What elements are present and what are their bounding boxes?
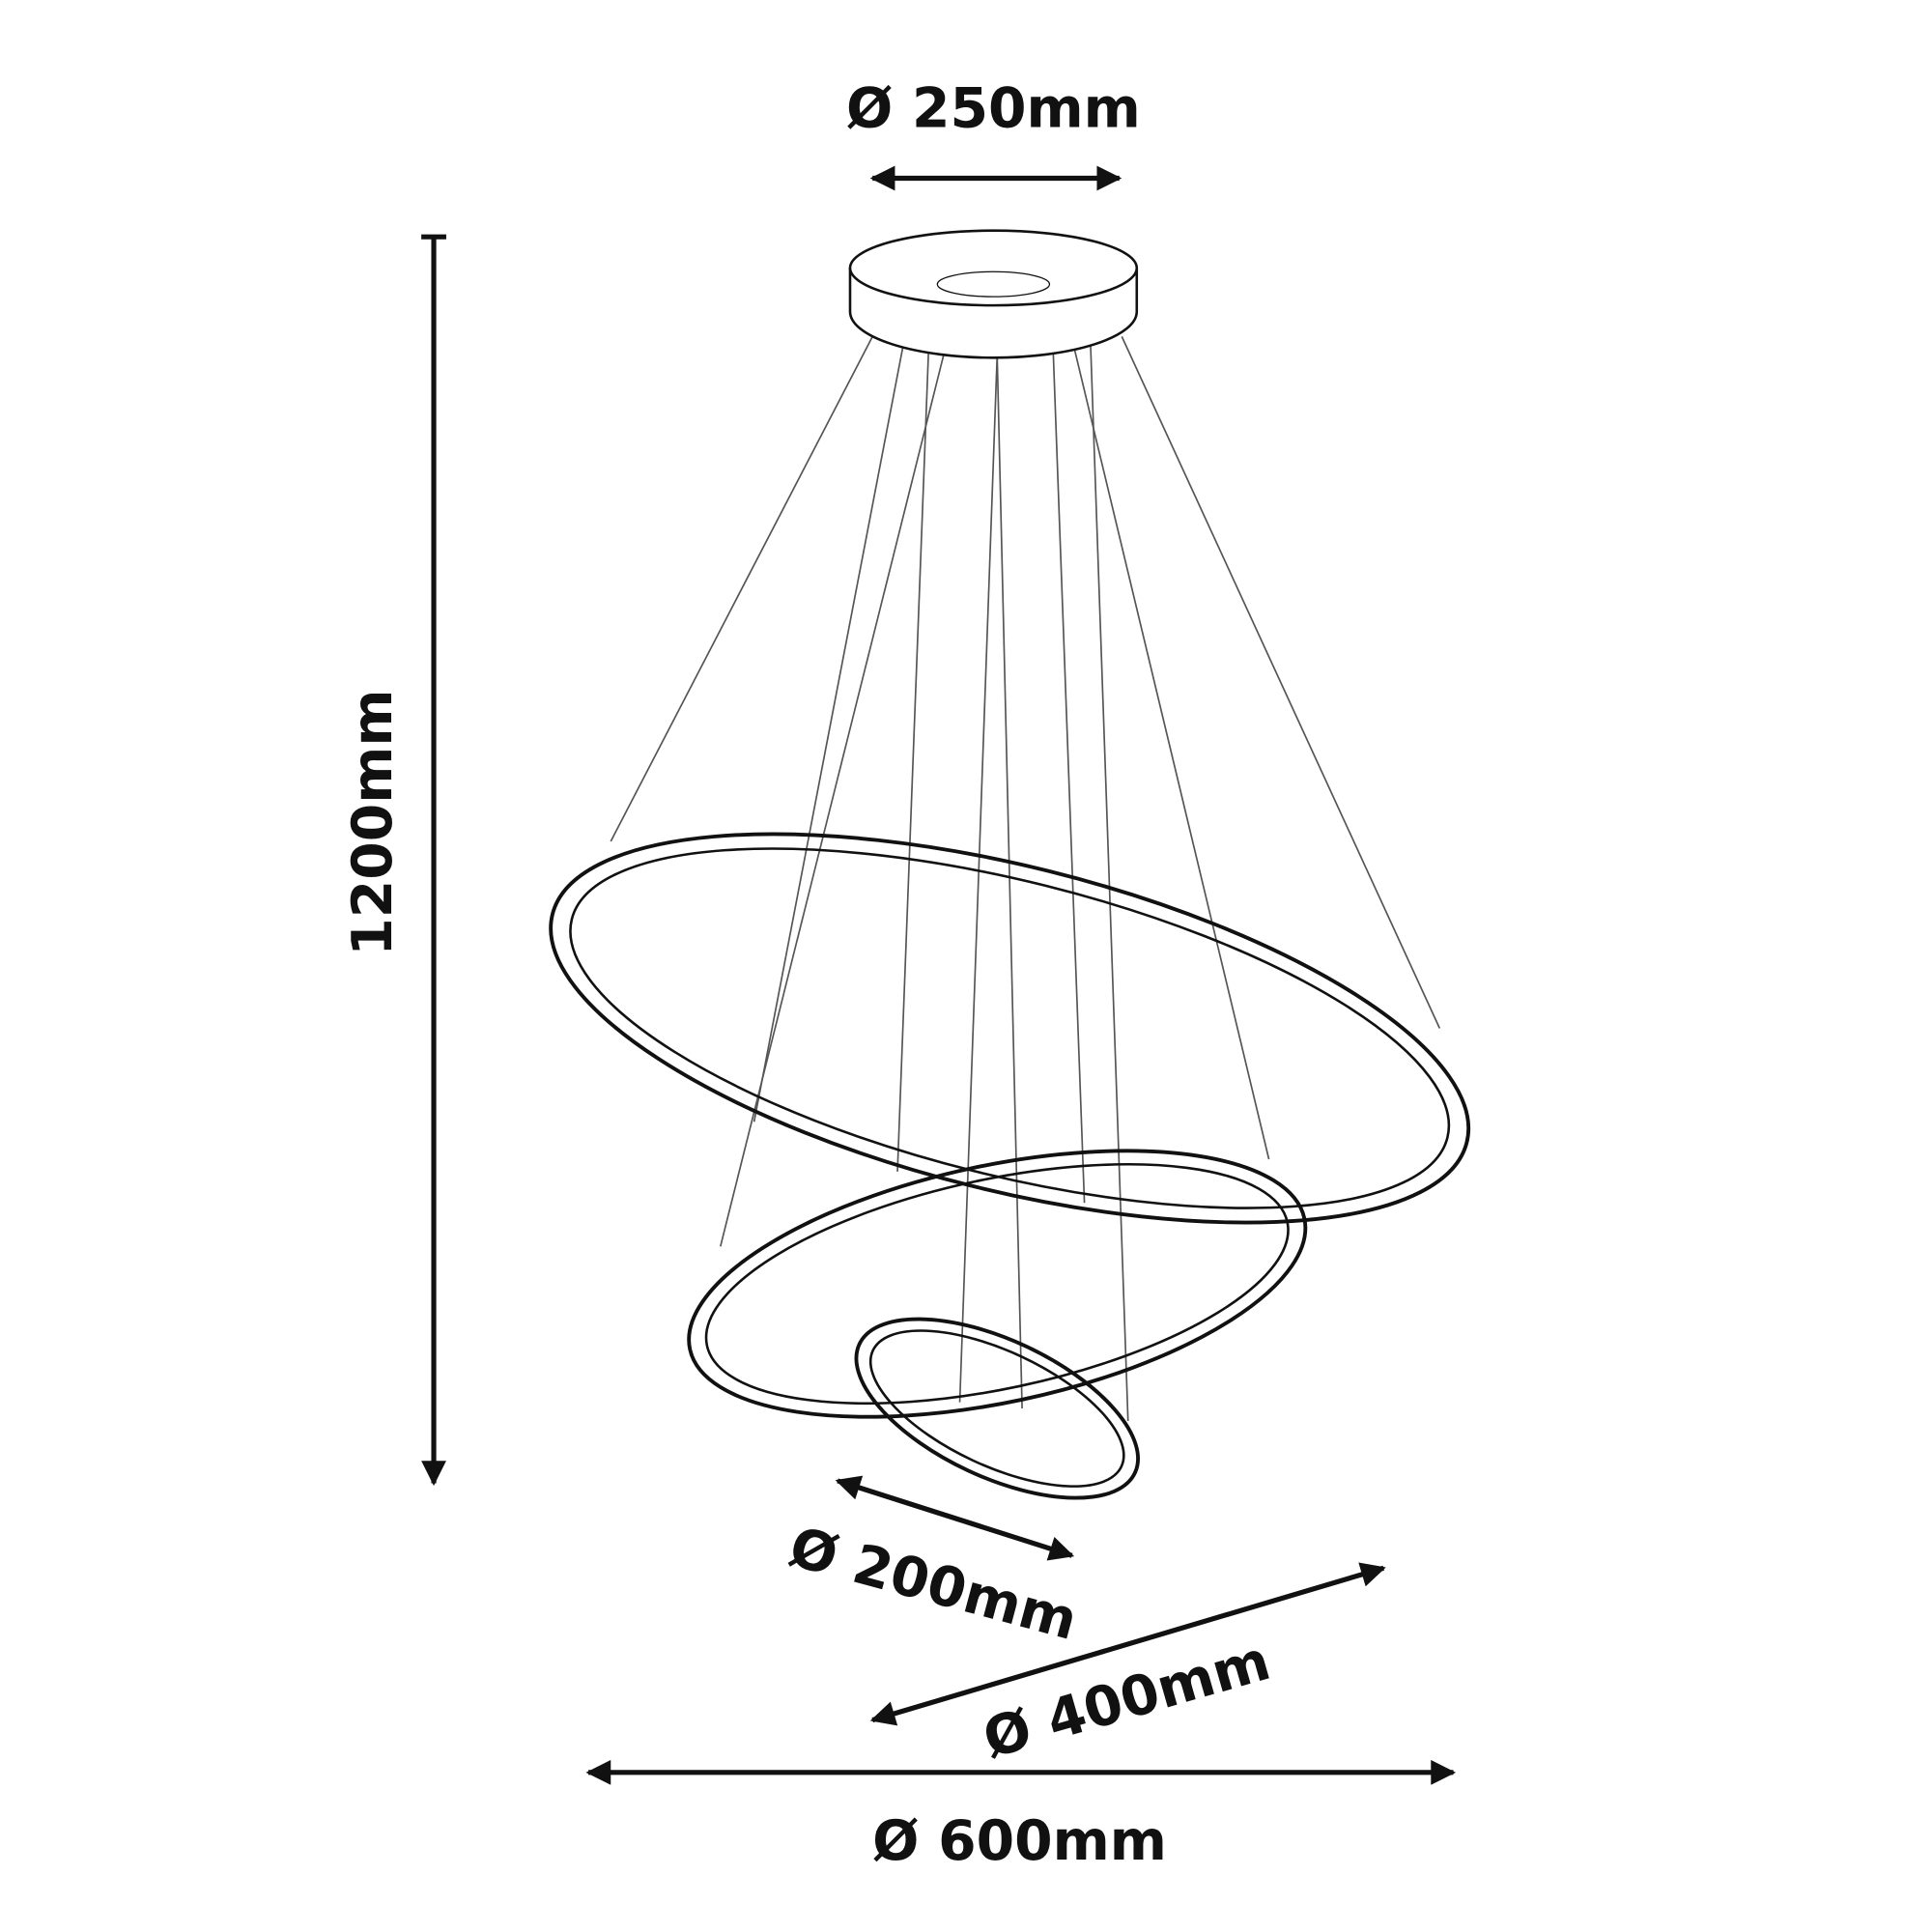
canopy-diameter-label: Ø 250mm: [846, 77, 1141, 141]
small-ring-dimension-arrow: [835, 1475, 1075, 1561]
middle-ring: [687, 1149, 1308, 1419]
suspension-wires: [610, 336, 1441, 1421]
small-ring: [854, 1317, 1140, 1500]
large-ring: [549, 832, 1471, 1225]
ceiling-canopy: [848, 229, 1139, 359]
large-ring-diameter-label: Ø 600mm: [872, 1809, 1167, 1873]
height-label: 1200mm: [341, 689, 405, 955]
small-ring-diameter-label: Ø 200mm: [782, 1515, 1084, 1653]
middle-ring-dimension-arrow: [869, 1562, 1386, 1726]
middle-ring-diameter-label: Ø 400mm: [977, 1629, 1277, 1771]
